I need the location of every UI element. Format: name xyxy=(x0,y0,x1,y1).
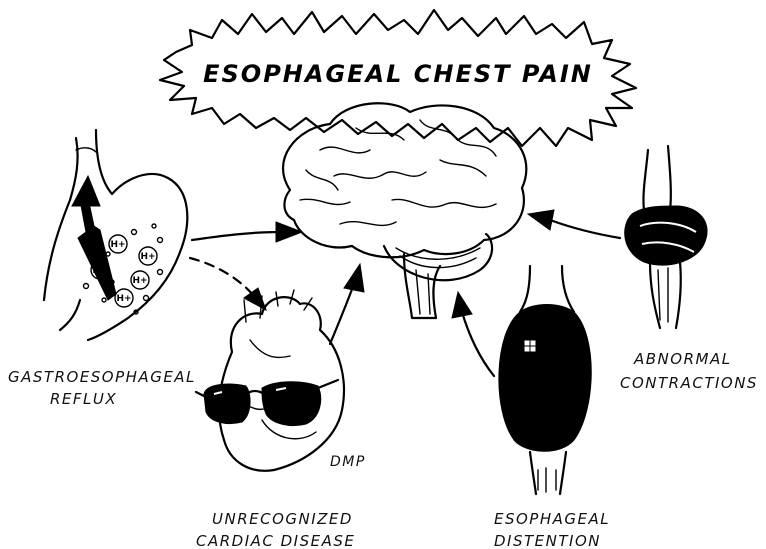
ion-label: H+ xyxy=(132,276,147,286)
label-reflux-line2: REFLUX xyxy=(50,390,117,408)
arrow-reflux-to-heart-dashed xyxy=(190,258,266,310)
arrow-heart-to-brain xyxy=(330,264,364,344)
distended-esophagus-icon xyxy=(499,266,591,494)
diagram-title: ESOPHAGEAL CHEST PAIN xyxy=(203,60,593,88)
ion-label: H+ xyxy=(116,294,131,304)
ion-label: H+ xyxy=(110,240,125,250)
label-cardiac-line1: UNRECOGNIZED xyxy=(212,510,353,528)
label-distention-line1: ESOPHAGEAL xyxy=(494,510,610,528)
ion-label: H+ xyxy=(140,252,155,262)
label-contractions-line2: CONTRACTIONS xyxy=(620,374,758,392)
arrow-reflux-to-brain xyxy=(192,222,302,242)
artist-signature: DMP xyxy=(330,454,366,470)
stomach-reflux-icon: H+ H+ H+ H+ H+ xyxy=(44,130,187,340)
arrow-distention-to-brain xyxy=(452,292,494,376)
label-reflux-line1: GASTROESOPHAGEAL xyxy=(8,368,196,386)
knotted-esophagus-icon xyxy=(625,146,707,328)
ion-label: H+ xyxy=(92,266,107,276)
title-starburst: ESOPHAGEAL CHEST PAIN xyxy=(160,10,636,146)
label-contractions-line1: ABNORMAL xyxy=(633,350,732,368)
brain-icon xyxy=(283,103,526,318)
label-cardiac-line2: CARDIAC DISEASE xyxy=(196,532,355,549)
label-distention-line2: DISTENTION xyxy=(494,532,601,549)
arrow-contractions-to-brain xyxy=(528,210,620,238)
